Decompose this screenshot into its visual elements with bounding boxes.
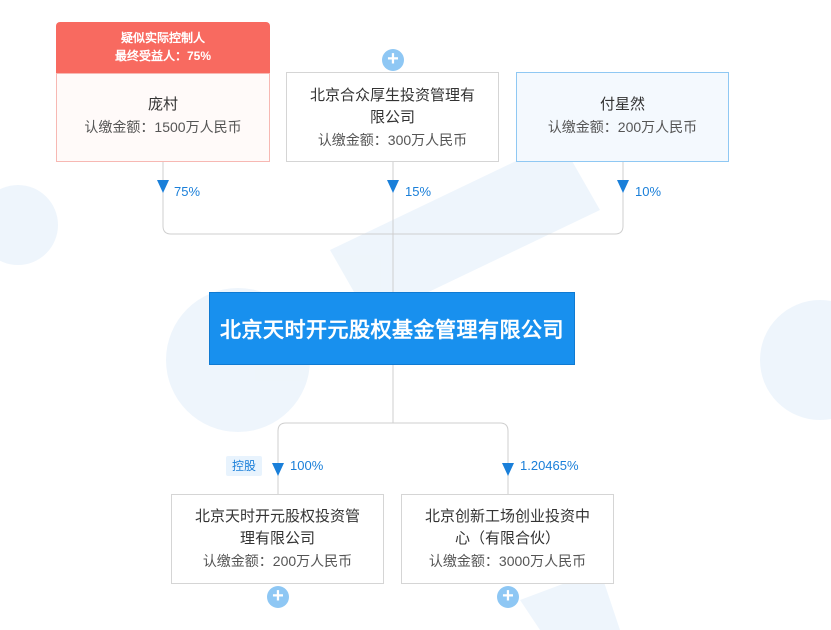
shareholder-node-pangcun[interactable]: 庞村 认缴金额：1500万人民币 [56,73,270,162]
investment-amount: 认缴金额：200万人民币 [202,553,353,569]
shareholder-percent: 75% [174,184,201,199]
shareholder-percent: 10% [635,184,662,199]
shareholder-node-hezhong[interactable]: 北京合众厚生投资管理有 限公司 认缴金额：300万人民币 [286,72,499,162]
investment-node-chuangxin-gongchang[interactable]: 北京创新工场创业投资中 心（有限合伙） 认缴金额：3000万人民币 [401,494,614,584]
investment-name-line2: 心（有限合伙） [454,530,560,547]
shareholder-node-fuxingran[interactable]: 付星然 认缴金额：200万人民币 [516,72,729,162]
investment-name-line1: 北京创新工场创业投资中 [424,508,590,525]
investment-percent: 100% [290,458,324,473]
shareholder-name: 付星然 [599,96,645,113]
holding-badge: 控股 [226,456,262,476]
shareholder-amount: 认缴金额：1500万人民币 [84,119,242,135]
investment-name-line2: 理有限公司 [239,530,315,547]
shareholder-name-line1: 北京合众厚生投资管理有 [309,87,475,104]
arrow-down-icon [272,463,284,476]
arrow-down-icon [502,463,514,476]
investment-amount: 认缴金额：3000万人民币 [428,553,587,569]
actual-controller-tag: 疑似实际控制人 最终受益人：75% [56,22,270,73]
investment-node-tianshi-touzi[interactable]: 北京天时开元股权投资管 理有限公司 认缴金额：200万人民币 [171,494,384,584]
plus-icon[interactable]: + [267,586,289,608]
plus-icon[interactable]: + [382,49,404,71]
center-company-node[interactable]: 北京天时开元股权基金管理有限公司 [209,292,575,365]
controller-tag-line1: 疑似实际控制人 [120,31,205,45]
shareholder-amount: 认缴金额：200万人民币 [547,119,698,135]
arrow-down-icon [157,180,169,193]
controller-tag-line2: 最终受益人：75% [114,49,212,63]
shareholder-percent: 15% [405,184,432,199]
shareholder-name-line2: 限公司 [369,109,415,126]
plus-icon[interactable]: + [497,586,519,608]
investment-percent: 1.20465% [520,458,579,473]
investment-name-line1: 北京天时开元股权投资管 [194,508,360,525]
shareholder-name: 庞村 [147,96,178,113]
arrow-down-icon [617,180,629,193]
center-company-name: 北京天时开元股权基金管理有限公司 [220,318,564,342]
shareholder-amount: 认缴金额：300万人民币 [317,132,468,148]
arrow-down-icon [387,180,399,193]
